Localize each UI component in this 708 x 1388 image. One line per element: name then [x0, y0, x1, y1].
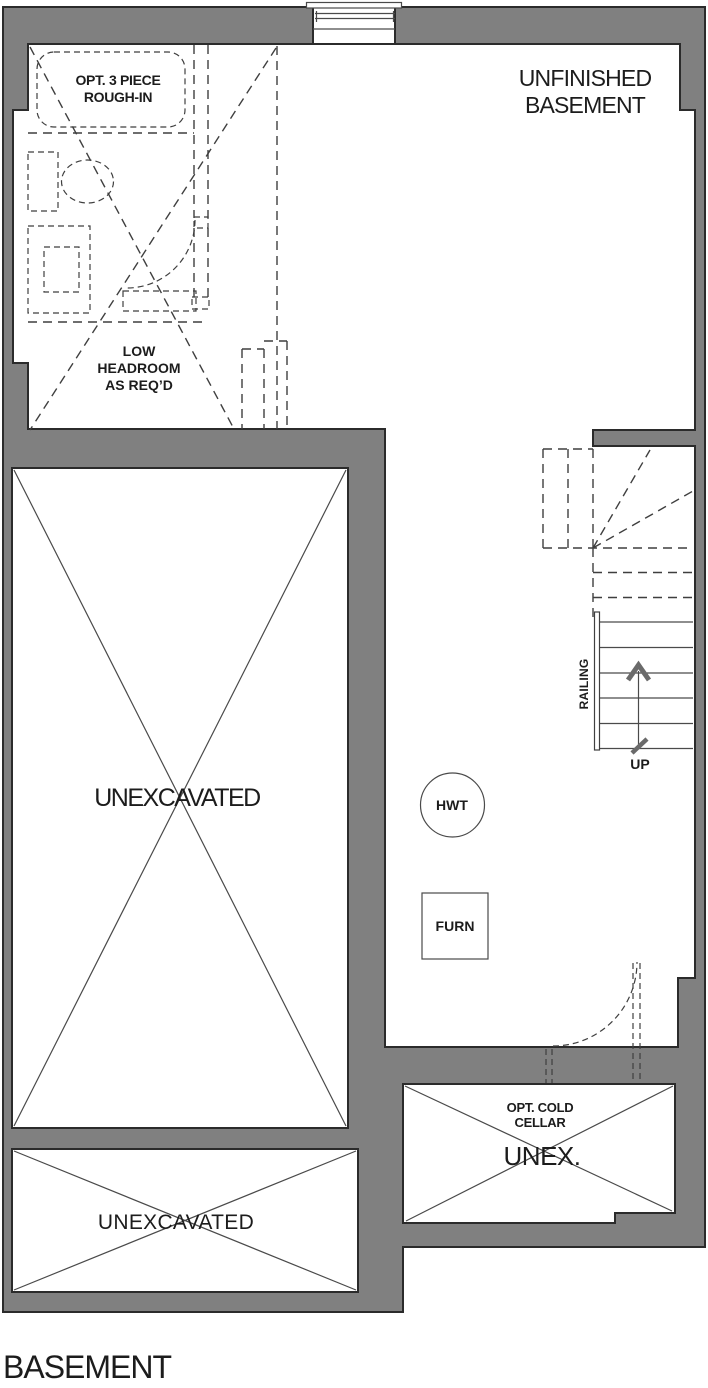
rough-in-label-line2: ROUGH-IN — [84, 89, 153, 105]
stair-treads — [600, 621, 693, 750]
room-label-unfinished-line2: BASEMENT — [525, 92, 646, 118]
unexcavated-main-label: UNEXCAVATED — [94, 784, 260, 812]
bath-door-swing-icon — [126, 219, 196, 289]
bathroom-rough-in — [27, 45, 288, 431]
toilet-bowl-icon — [60, 159, 115, 204]
low-headroom-label-line2: HEADROOM — [97, 360, 180, 376]
cold-cellar-label-line1: OPT. COLD — [507, 1100, 574, 1115]
window-icon — [305, 1, 403, 30]
hwt-label: HWT — [436, 797, 468, 813]
rough-in-label-line1: OPT. 3 PIECE — [75, 72, 160, 88]
shower-drain-icon — [43, 246, 80, 293]
cold-cellar-x-lines — [404, 1085, 674, 1222]
cold-cellar-label-line2: CELLAR — [515, 1115, 567, 1130]
plumbing-box-icon — [193, 216, 209, 229]
unex-label: UNEX. — [504, 1141, 581, 1171]
vanity-end-box-icon — [191, 296, 210, 310]
cold-cellar-door-swing-icon — [545, 961, 641, 1083]
low-headroom-label-line1: LOW — [123, 343, 156, 359]
plumbing-wall-lines — [28, 45, 209, 218]
stairs — [542, 448, 694, 755]
furnace-icon — [421, 892, 489, 960]
room-label-unfinished-line1: UNFINISHED — [519, 65, 652, 91]
plan-title: BASEMENT — [3, 1349, 171, 1385]
shower-base-icon — [27, 225, 91, 314]
bathtub-icon — [36, 51, 186, 128]
unexcavated-lower-x-lines — [13, 1150, 357, 1291]
railing-label: RAILING — [577, 659, 591, 710]
hot-water-tank-icon — [419, 772, 486, 838]
railing-bar — [593, 611, 601, 751]
up-arrow-icon — [625, 660, 652, 755]
walls — [2, 6, 706, 1313]
winder-stair-dashed-lines — [542, 448, 693, 620]
vanity-icon — [122, 290, 197, 312]
unexcavated-lower-label: UNEXCAVATED — [98, 1211, 254, 1234]
toilet-tank-icon — [27, 151, 59, 212]
duct-chase-lines — [241, 340, 288, 429]
low-headroom-label-line3: AS REQ’D — [105, 377, 173, 393]
unexcavated-main-x-lines — [13, 469, 347, 1127]
plumbing-wall-lines-lower — [193, 228, 209, 297]
winder-radial-lines — [592, 449, 694, 549]
up-label: UP — [630, 756, 649, 772]
furn-label: FURN — [436, 918, 475, 934]
low-headroom-x-lines — [29, 46, 277, 431]
